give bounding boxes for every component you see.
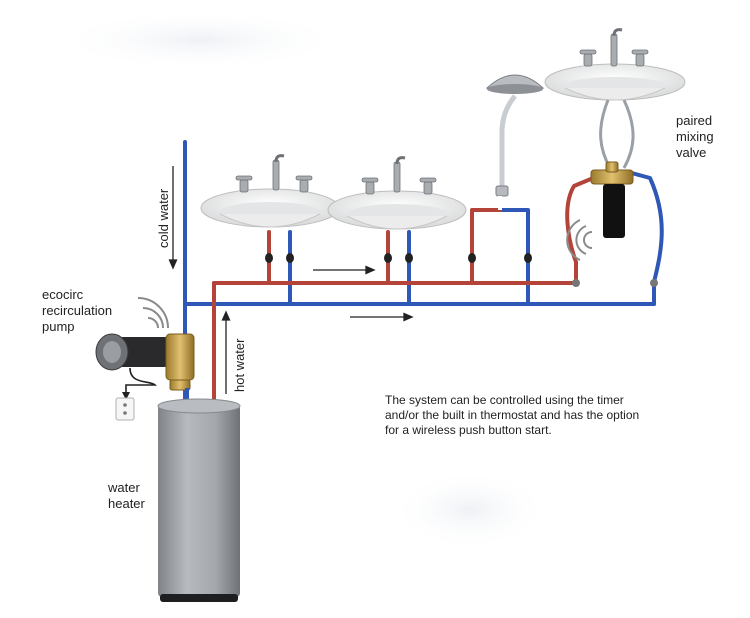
sink-icon (327, 190, 467, 230)
supply-hoses (599, 99, 635, 169)
valve-label-line-3: valve (676, 145, 707, 160)
system-note: The system can be controlled using the t… (385, 393, 640, 437)
pump-label-line-1: ecocirc (42, 287, 84, 302)
wireless-signal-icon (566, 219, 593, 261)
pump-label-line-3: pump (42, 319, 75, 334)
inline-valves (265, 253, 532, 263)
wireless-signal-icon (137, 297, 169, 329)
faucet-icon (235, 154, 313, 193)
shower-head-icon (485, 74, 545, 210)
faucet-icon (579, 28, 649, 67)
pump-power-cord (122, 367, 157, 400)
pump-label: ecocirc recirculation pump (42, 287, 112, 335)
water-heater-label-line-2: heater (108, 496, 145, 511)
outlet-icon (115, 397, 135, 421)
valve-icon (590, 161, 634, 238)
pump-icon (95, 333, 195, 391)
sink-icon (200, 188, 340, 228)
pump-label-line-2: recirculation (42, 303, 113, 318)
faucet-icon (361, 156, 437, 195)
valve-label: paired mixing valve (676, 113, 714, 161)
cold-water-label: cold water (156, 188, 171, 248)
sink-icon (544, 63, 686, 101)
flow-arrow-icon (168, 166, 414, 394)
hot-water-label: hot water (232, 338, 247, 392)
water-heater-label: water heater (108, 480, 145, 512)
valve-label-line-2: mixing (676, 129, 714, 144)
pipe-junction-dots (572, 279, 658, 287)
water-heater (157, 388, 241, 602)
water-heater-label-line-1: water (108, 480, 140, 495)
valve-label-line-1: paired (676, 113, 713, 128)
